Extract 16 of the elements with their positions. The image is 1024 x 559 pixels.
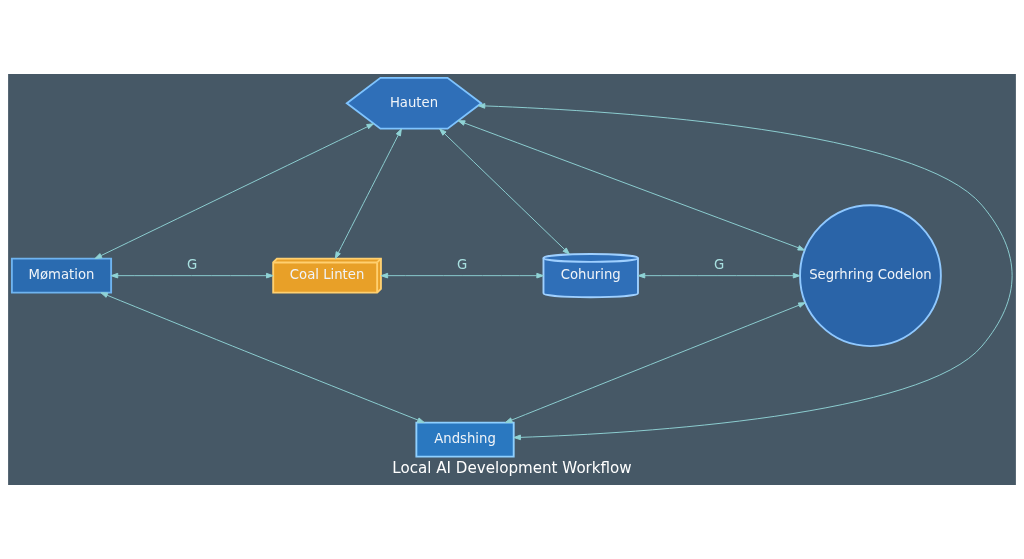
arrow [100,292,425,423]
edge-label: G [187,257,198,273]
arrow [94,123,375,259]
caption: Local AI Development Workflow [392,458,632,477]
node-box: Andshing [415,421,515,458]
arrow [457,120,806,251]
arrow [110,272,274,279]
arrow [504,302,806,424]
arrow [334,128,402,260]
node-box: Mømation [10,257,113,294]
arrow [477,103,1013,441]
arrow [439,128,570,255]
edge-label: G [713,257,725,273]
arrow [637,272,801,279]
arrow [380,272,544,279]
edge-label: G [457,257,468,273]
